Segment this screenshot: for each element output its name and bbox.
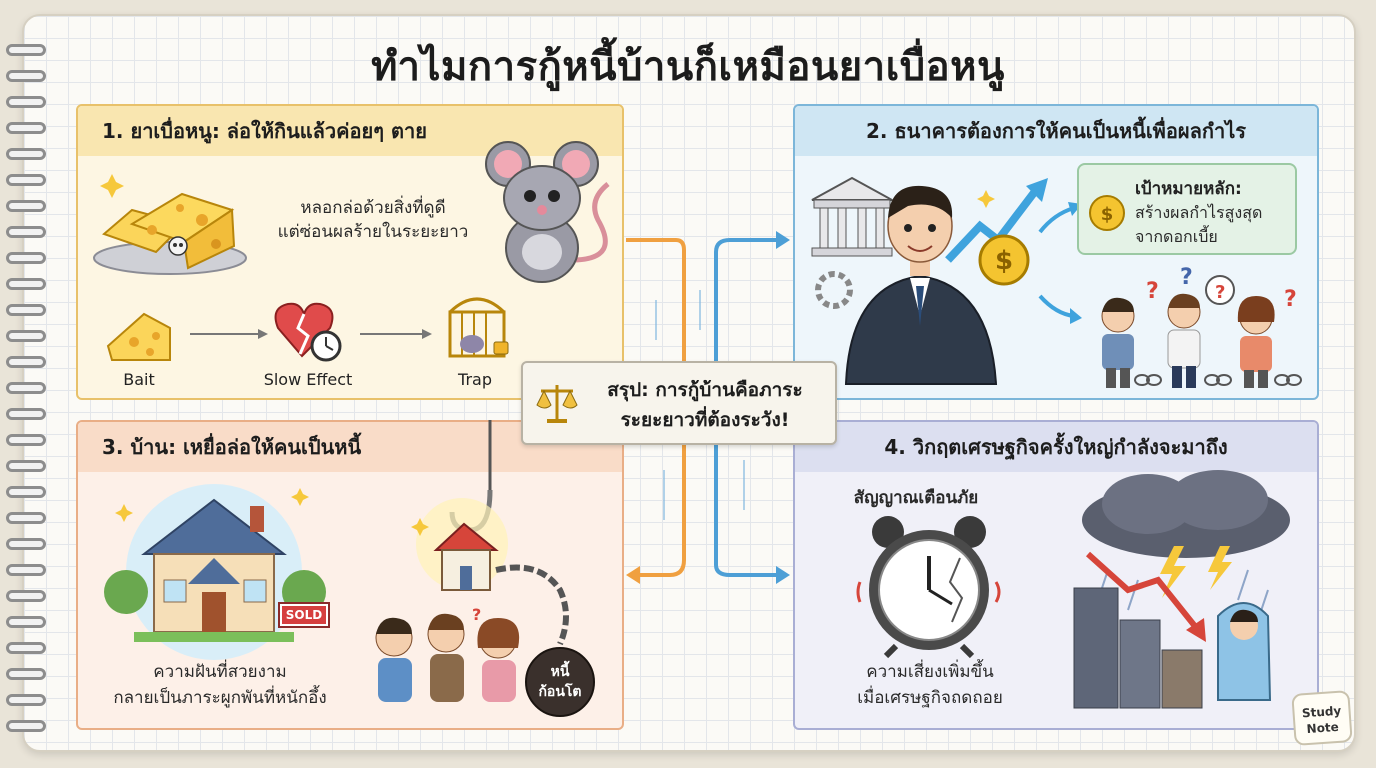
panel4-caption-2: เมื่อเศรษฐกิจถดถอย: [857, 688, 1003, 708]
step-label-slow-effect: Slow Effect: [263, 370, 353, 389]
page-title: ทำไมการกู้หนี้บ้านก็เหมือนยาเบื่อหนู: [371, 44, 1005, 90]
bank-icon: [811, 176, 893, 309]
sold-sign: SOLD: [278, 602, 330, 628]
step-label-trap: Trap: [458, 370, 492, 389]
cheese-icon: [93, 174, 247, 275]
debtor-people-icon: ? ? ? ?: [1101, 265, 1302, 388]
study-note-badge: Study Note: [1291, 690, 1353, 746]
svg-text:?: ?: [1146, 279, 1159, 304]
debt-ball-line-2: ก้อนโต: [538, 682, 581, 700]
broken-heart-icon: [274, 302, 342, 362]
goal-arrows: [1038, 202, 1082, 324]
panel1-heading: 1. ยาเบื่อหนู: ล่อให้กินแล้วค่อยๆ ตาย: [78, 106, 622, 156]
svg-text:$: $: [995, 246, 1013, 276]
step-label-bait: Bait: [123, 370, 155, 389]
panel4-caption-1: ความเสี่ยงเพิ่มขึ้น: [866, 662, 994, 682]
alarm-clock-icon: [856, 516, 1001, 659]
panel3-caption-1: ความฝันที่สวยงาม: [153, 662, 287, 682]
panel3-heading: 3. บ้าน: เหยื่อล่อให้คนเป็นหนี้: [78, 422, 622, 472]
house-icon: [104, 484, 326, 660]
goal-title: เป้าหมายหลัก:: [1135, 179, 1242, 199]
svg-text:?: ?: [1180, 265, 1193, 290]
goal-line-2: จากดอกเบี้ย: [1135, 227, 1218, 246]
svg-text:?: ?: [1215, 282, 1225, 303]
scale-icon: [536, 385, 578, 423]
summary-text: สรุป: การกู้บ้านคือภาระ ระยะยาวที่ต้องระ…: [585, 375, 825, 435]
svg-text:?: ?: [472, 605, 481, 624]
goal-box: $ เป้าหมายหลัก: สร้างผลกำไรสูงสุด จากดอก…: [1077, 163, 1297, 255]
dreaming-people-icon: ?: [375, 605, 520, 702]
summary-box: สรุป: การกู้บ้านคือภาระ ระยะยาวที่ต้องระ…: [521, 361, 837, 445]
hook-house-icon: หนี้ ก้อนโต: [411, 420, 595, 717]
coin-icon: $: [945, 178, 1048, 286]
goal-coin-icon: $: [1089, 195, 1125, 231]
summary-line-2: ระยะยาวที่ต้องระวัง!: [620, 409, 790, 431]
storm-city-icon: [1073, 470, 1290, 709]
panel1-description-1: หลอกล่อด้วยสิ่งที่ดูดี: [300, 198, 446, 218]
mouse-icon: [485, 141, 610, 283]
goal-text: สร้างผลกำไรสูงสุด จากดอกเบี้ย: [1135, 201, 1295, 249]
svg-text:$: $: [1101, 204, 1114, 225]
panel3-caption-2: กลายเป็นภาระผูกพันที่หนักอึ้ง: [113, 688, 327, 708]
debt-ball-line-1: หนี้: [551, 660, 570, 680]
panel1-description-2: แต่ซ่อนผลร้ายในระยะยาว: [277, 222, 469, 242]
banker-icon: [844, 185, 998, 385]
sold-sign-text: SOLD: [285, 608, 323, 622]
cage-icon: [448, 297, 509, 358]
bait-cheese-icon: [106, 312, 171, 361]
svg-text:?: ?: [1284, 287, 1297, 312]
panel4-heading: 4. วิกฤตเศรษฐกิจครั้งใหญ่กำลังจะมาถึง: [795, 422, 1317, 472]
goal-line-1: สร้างผลกำไรสูงสุด: [1135, 203, 1263, 222]
step-arrows: [190, 329, 432, 339]
summary-line-1: สรุป: การกู้บ้านคือภาระ: [607, 379, 803, 401]
alarm-label: สัญญาณเตือนภัย: [853, 488, 979, 508]
panel2-heading: 2. ธนาคารต้องการให้คนเป็นหนี้เพื่อผลกำไร: [795, 106, 1317, 156]
